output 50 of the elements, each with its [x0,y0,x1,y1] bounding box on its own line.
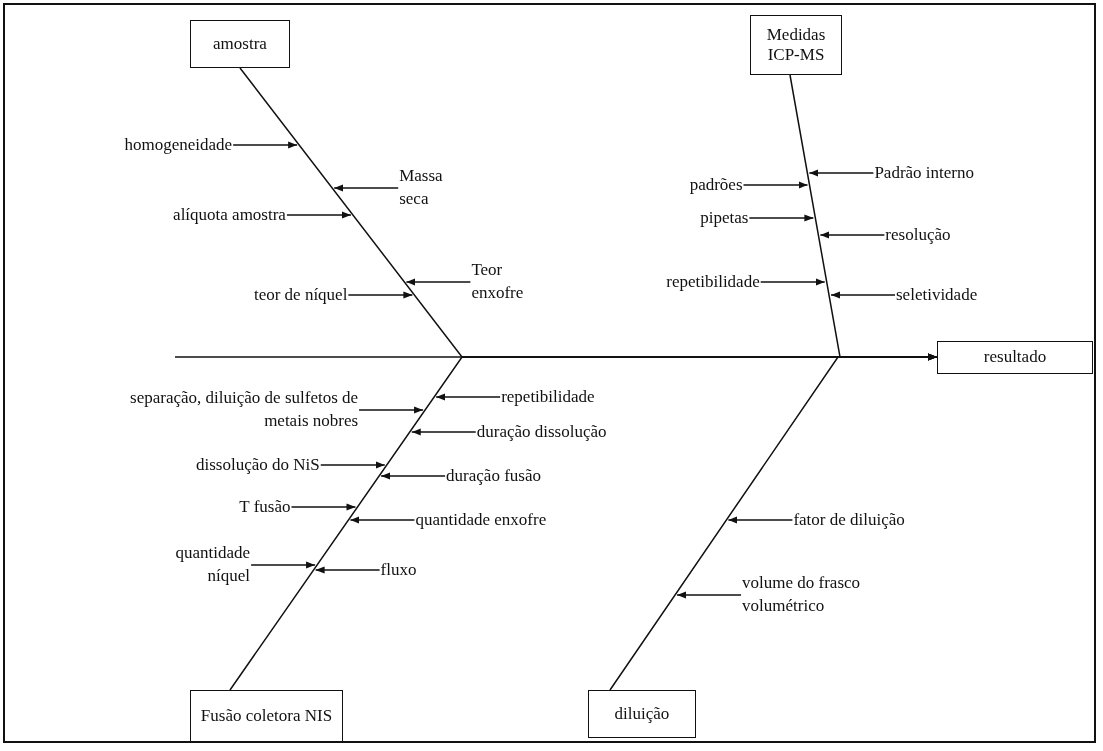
cause-arrow [232,141,298,149]
cause-label: teor de níquel [253,283,348,307]
cause-label: Massa seca [399,165,448,211]
cause-label: alíquota amostra [173,203,286,227]
cause-arrow [819,231,886,239]
cause-arrow [314,566,381,574]
cause-label: quantidade enxofre [415,508,547,532]
category-box: diluição [588,690,696,738]
cause-arrow [759,278,826,286]
cause-label: T fusão [239,495,291,519]
category-box: resultado [937,341,1093,374]
cause-arrow [349,516,416,524]
cause-arrow [411,428,477,436]
cause-arrow [380,472,446,480]
bone-line [609,353,938,691]
cause-arrow [727,516,794,524]
cause-label: homogeneidade [124,133,233,157]
cause-label: padrões [689,173,743,197]
cause-arrow [320,461,386,469]
cause-label: volume do frasco volumétrico [742,572,883,618]
cause-arrow [748,214,815,222]
cause-label: dissolução do NiS [196,453,320,477]
cause-arrow [347,291,414,299]
cause-arrow [405,278,472,286]
category-box: Fusão coletora NIS [190,690,343,742]
cause-label: resolução [885,223,951,247]
cause-label: quantidade níquel [160,542,251,588]
cause-arrow [290,503,357,511]
cause-arrow [286,211,352,219]
cause-arrow [435,393,501,401]
cause-label: repetibilidade [501,385,595,409]
cause-label: seletividade [896,283,978,307]
cause-label: fator de diluição [793,508,905,532]
cause-label: Teor enxofre [471,259,538,305]
cause-label: duração dissolução [476,420,607,444]
cause-arrow [358,406,424,414]
cause-arrow [250,561,316,569]
cause-label: pipetas [700,206,749,230]
cause-arrow [808,169,875,177]
cause-label: Padrão interno [874,161,974,185]
cause-label: fluxo [380,558,417,582]
cause-label: repetibilidade [666,270,760,294]
cause-arrow [830,291,896,299]
cause-label: duração fusão [446,464,541,488]
cause-arrow [333,184,399,192]
cause-label: separação, diluição de sulfetos de metais nobres [98,387,359,433]
cause-arrow [742,181,809,189]
category-box: amostra [190,20,290,68]
cause-arrow [676,591,742,599]
category-box: Medidas ICP-MS [750,15,842,75]
